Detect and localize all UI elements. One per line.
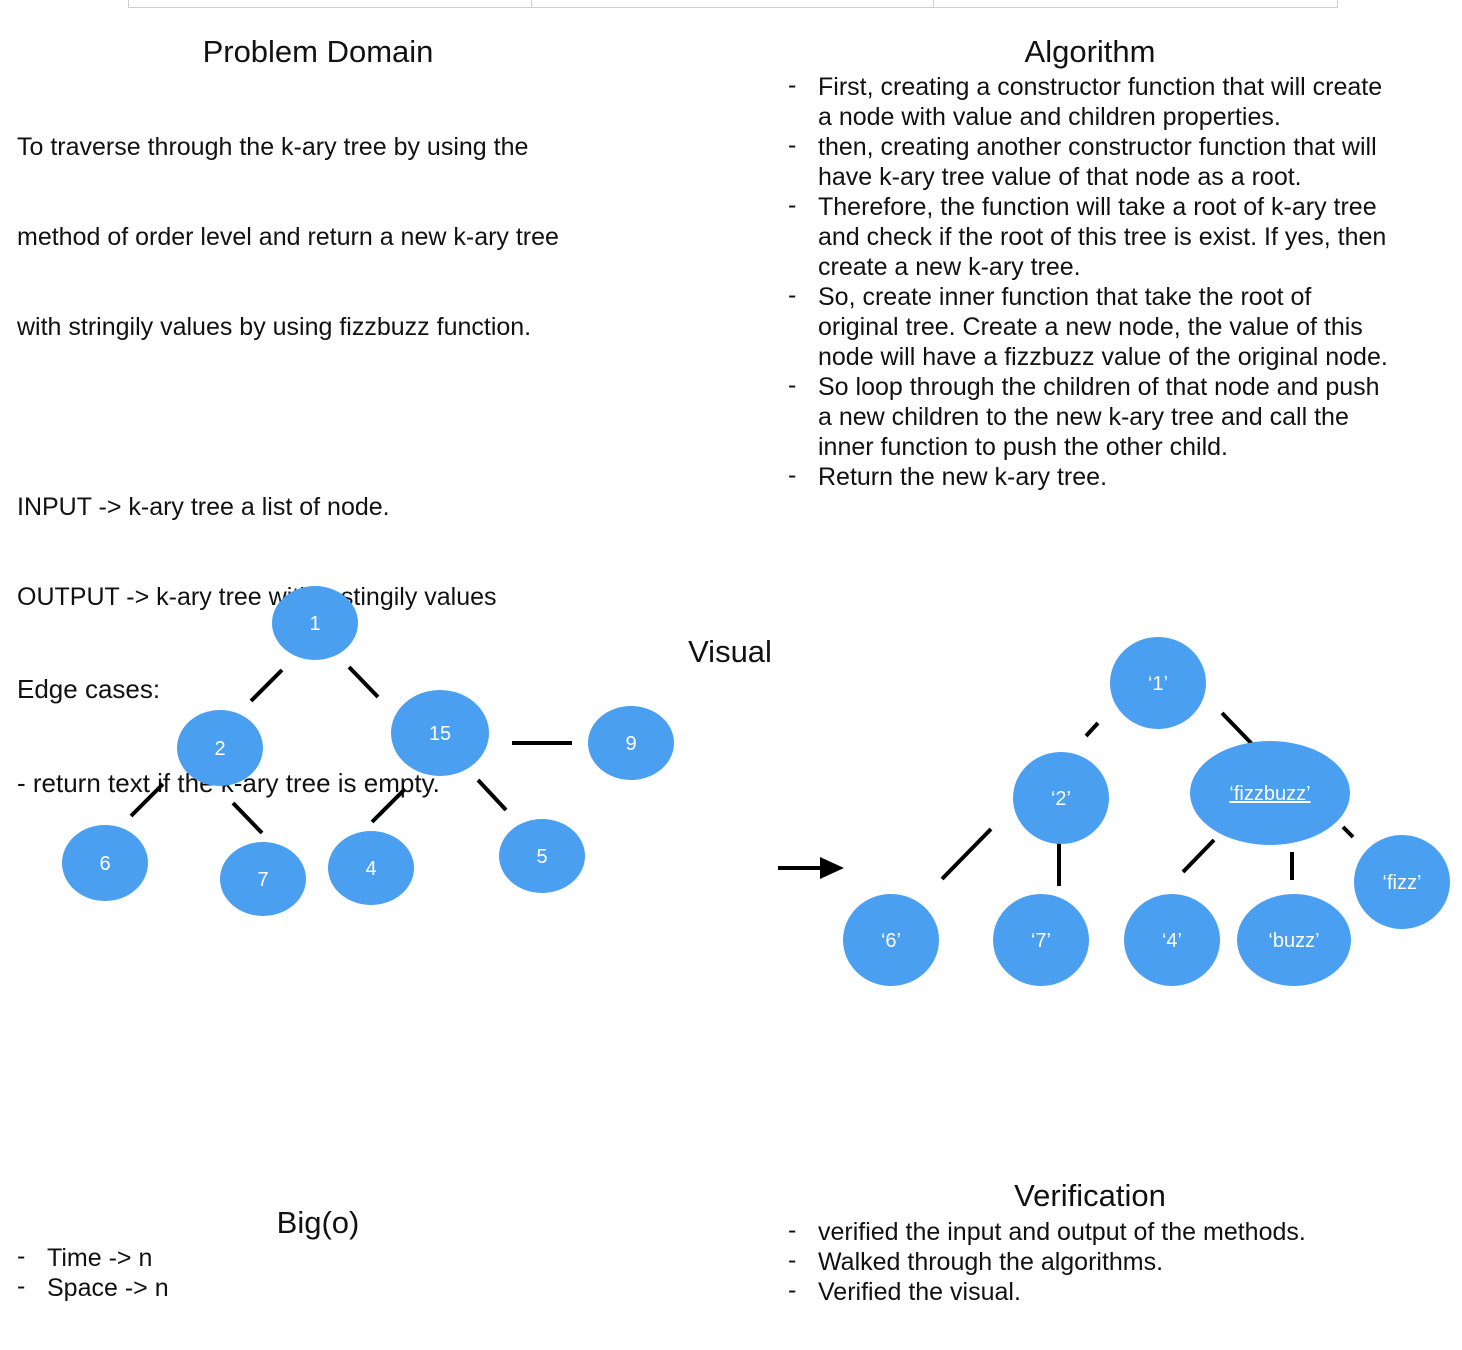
algorithm-steps: First, creating a constructor function t…: [788, 70, 1398, 492]
input-tree-node-circle: [499, 819, 585, 893]
algorithm-step: So loop through the children of that nod…: [788, 370, 1398, 462]
output-tree-node: ‘6’: [843, 894, 939, 986]
problem-domain-line: To traverse through the k-ary tree by us…: [17, 133, 529, 161]
input-tree-node: 1: [272, 586, 358, 660]
input-tree-node-label: 2: [214, 738, 225, 760]
output-tree-node-circle: [1110, 637, 1206, 729]
output-tree-node-label: ‘fizzbuzz’: [1229, 783, 1310, 805]
edge: [1220, 711, 1254, 746]
edge: [476, 778, 508, 812]
edge: [347, 665, 380, 699]
output-tree-node-circle: [993, 894, 1089, 986]
output-tree-node-label: ‘7’: [1031, 930, 1051, 952]
edge: [370, 787, 407, 824]
edge: [231, 801, 264, 835]
output-tree-node-circle: [1237, 894, 1351, 986]
problem-domain-title: Problem Domain: [202, 34, 434, 69]
input-tree-node-label: 1: [309, 613, 320, 635]
verification-item: verified the input and output of the met…: [788, 1215, 1428, 1247]
bigo-title: Big(o): [276, 1205, 360, 1240]
output-tree-node-label: ‘4’: [1162, 930, 1182, 952]
output-tree-node: ‘1’: [1110, 637, 1206, 729]
input-tree-node-circle: [391, 690, 489, 776]
output-tree-node-label: ‘buzz’: [1268, 930, 1319, 952]
output-tree-node-label: ‘fizz’: [1383, 872, 1422, 894]
algorithm-step: Return the new k-ary tree.: [788, 460, 1398, 492]
output-tree-node-circle: [1124, 894, 1220, 986]
problem-domain-line: with stringily values by using fizzbuzz …: [17, 313, 532, 341]
edge: [1181, 838, 1216, 874]
verification-list: verified the input and output of the met…: [788, 1215, 1428, 1307]
output-spec: OUTPUT -> k-ary tree with a stingily val…: [17, 583, 497, 611]
input-tree-node: 15: [391, 690, 489, 776]
bigo-item: Time -> n: [17, 1241, 417, 1273]
edge: [1084, 721, 1100, 738]
edge-cases-title: Edge cases:: [17, 674, 161, 704]
input-tree-node-circle: [220, 842, 306, 916]
output-tree-node-label: ‘1’: [1148, 673, 1168, 695]
output-tree-node: ‘fizzbuzz’: [1190, 741, 1350, 845]
input-tree-node-label: 5: [536, 846, 547, 868]
input-tree-node-label: 6: [99, 853, 110, 875]
output-tree-node-circle: [843, 894, 939, 986]
input-tree-node-circle: [328, 831, 414, 905]
output-tree-node: ‘2’: [1013, 752, 1109, 844]
input-tree-node: 9: [588, 706, 674, 780]
output-tree-node: ‘buzz’: [1237, 894, 1351, 986]
edge: [940, 827, 993, 881]
input-tree-node: 2: [177, 710, 263, 786]
output-tree-node-circle: [1354, 835, 1450, 929]
nodes: 1 2 15 9 6 7 4 5 ‘1’ ‘2’ ‘fizzbuzz’ ‘fizz’ ‘6’ ‘7’ ‘4’…: [62, 586, 1450, 986]
top-frame: [128, 0, 1338, 8]
input-tree-node-label: 4: [365, 858, 376, 880]
input-tree-node-circle: [272, 586, 358, 660]
input-tree-node: 4: [328, 831, 414, 905]
bigo-item: Space -> n: [17, 1271, 417, 1303]
arrow-head: [820, 857, 844, 879]
top-frame-divider: [531, 0, 532, 7]
output-tree-node-circle: [1190, 741, 1350, 845]
output-tree-node-circle: [1013, 752, 1109, 844]
input-tree-node-circle: [177, 710, 263, 786]
algorithm-step: then, creating another constructor funct…: [788, 130, 1398, 192]
edge: [129, 782, 165, 818]
input-tree-node-label: 15: [429, 723, 451, 745]
output-tree-node-label: ‘6’: [881, 930, 901, 952]
verification-item: Verified the visual.: [788, 1275, 1428, 1307]
top-frame-divider: [933, 0, 934, 7]
output-tree-node-label: ‘2’: [1051, 788, 1071, 810]
input-tree-node-label: 9: [625, 733, 636, 755]
input-tree-node-circle: [62, 825, 148, 901]
input-tree-node: 7: [220, 842, 306, 916]
input-spec: INPUT -> k-ary tree a list of node.: [17, 493, 390, 521]
algorithm-step: So, create inner function that take the …: [788, 280, 1398, 372]
output-tree-node: ‘7’: [993, 894, 1089, 986]
edge: [249, 668, 284, 703]
algorithm-step: First, creating a constructor function t…: [788, 70, 1398, 132]
edges: [129, 665, 1355, 886]
output-tree-node: ‘fizz’: [1354, 835, 1450, 929]
edge: [1341, 825, 1355, 839]
algorithm-title: Algorithm: [1024, 34, 1156, 69]
input-tree-node-label: 7: [257, 869, 268, 891]
bigo-list: Time -> n Space -> n: [17, 1241, 417, 1303]
verification-item: Walked through the algorithms.: [788, 1245, 1428, 1277]
algorithm-step: Therefore, the function will take a root…: [788, 190, 1398, 282]
output-tree-node: ‘4’: [1124, 894, 1220, 986]
problem-domain-line: method of order level and return a new k…: [17, 223, 559, 251]
verification-title: Verification: [1014, 1178, 1166, 1213]
input-tree-node-circle: [588, 706, 674, 780]
input-tree-node: 5: [499, 819, 585, 893]
input-tree-node: 6: [62, 825, 148, 901]
visual-title: Visual: [688, 634, 772, 669]
